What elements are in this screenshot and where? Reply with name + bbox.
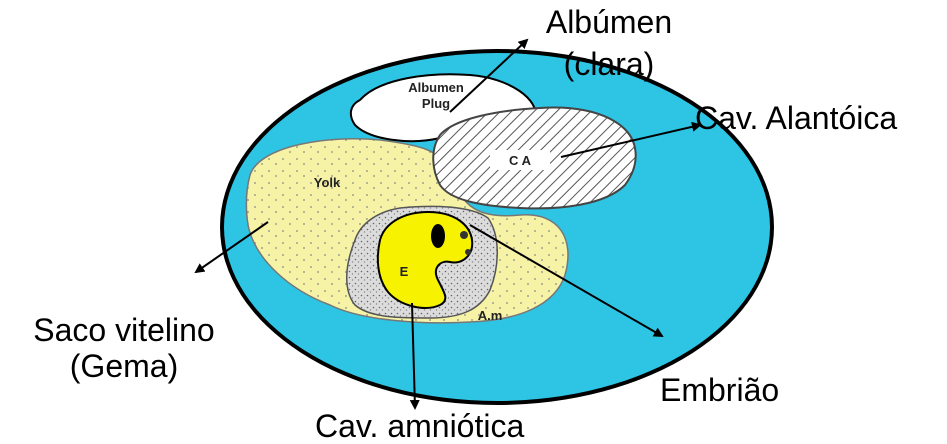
- embryo-bud-1: [460, 231, 468, 239]
- albumen-plug-label-2: Plug: [422, 96, 450, 111]
- embryo-inner-label: E: [400, 264, 409, 279]
- embryo-callout: Embrião: [660, 372, 779, 408]
- albumen-callout-line1: Albúmen: [529, 4, 689, 40]
- embryo-eye: [431, 224, 445, 248]
- albumen-plug-label-1: Albumen: [408, 80, 464, 95]
- yolk-sac-callout-line2: (Gema): [10, 348, 238, 384]
- yolk-label: Yolk: [314, 175, 341, 190]
- embryo-bud-2: [465, 249, 471, 255]
- yolk-sac-callout: Saco vitelino (Gema): [10, 312, 238, 384]
- ca-label: C A: [509, 153, 532, 168]
- albumen-callout-line2: (clara): [529, 46, 689, 82]
- allantoic-callout: Cav. Alantóica: [695, 100, 897, 136]
- amnion-label: A.m: [478, 308, 503, 323]
- amniotic-callout: Cav. amniótica: [315, 408, 524, 444]
- albumen-callout: Albúmen (clara): [529, 4, 689, 82]
- yolk-sac-callout-line1: Saco vitelino: [10, 312, 238, 348]
